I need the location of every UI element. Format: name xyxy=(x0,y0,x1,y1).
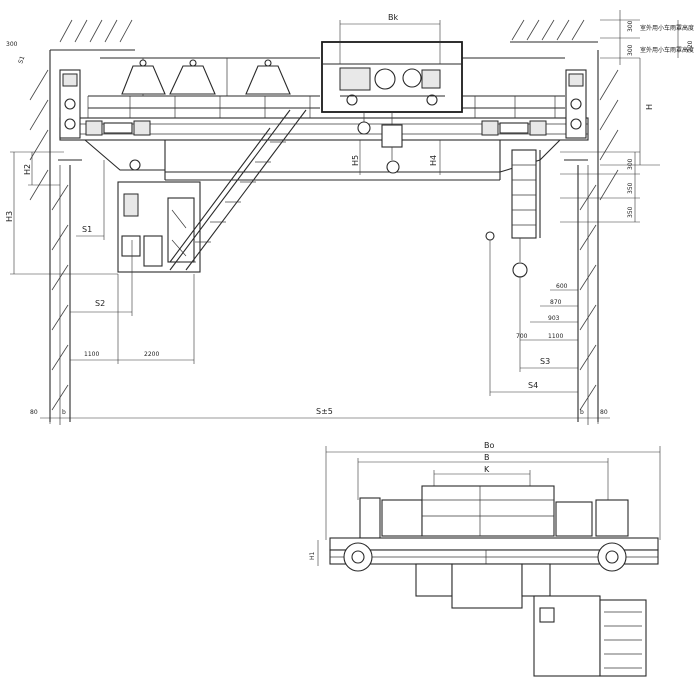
label-b-left: b xyxy=(62,409,66,416)
label-bk: Bk xyxy=(388,13,398,22)
right-ladder xyxy=(511,149,541,239)
dimension-lines xyxy=(10,10,679,424)
left-wall xyxy=(29,19,135,425)
label-300-left: 300 xyxy=(6,41,18,48)
label-2200: 2200 xyxy=(144,351,159,358)
note-rain-cover-1: 室外用小车雨罩高度 xyxy=(640,24,694,32)
walkway-railing xyxy=(87,95,565,118)
label-903: 903 xyxy=(548,315,560,322)
end-carriage-right xyxy=(564,69,588,161)
label-s2: S2 xyxy=(95,299,105,308)
travel-drive-left xyxy=(85,120,151,136)
side-view: H1 Bo B K xyxy=(309,441,661,677)
label-700: 700 xyxy=(516,333,528,340)
label-h3: H3 xyxy=(5,211,14,222)
label-s1: S1 xyxy=(82,225,92,234)
trolley xyxy=(321,41,463,113)
label-600: 600 xyxy=(556,283,568,290)
left-small-hook xyxy=(129,159,141,171)
operator-cab xyxy=(117,181,201,273)
label-h5: H5 xyxy=(351,155,360,166)
label-350-a: 350 xyxy=(627,182,634,194)
label-h4: H4 xyxy=(429,155,438,166)
label-870: 870 xyxy=(550,299,562,306)
right-wall xyxy=(510,19,619,425)
label-s-span: S±5 xyxy=(316,407,333,416)
label-s1-top: S1 xyxy=(17,55,26,65)
label-300-right: 300 xyxy=(627,158,634,170)
label-b-upper: B xyxy=(484,453,490,462)
side-hook xyxy=(485,231,528,278)
label-h1: H1 xyxy=(309,551,316,560)
label-k: K xyxy=(484,465,490,474)
label-bo: Bo xyxy=(484,441,494,450)
main-hook xyxy=(381,112,403,174)
note-rain-cover-2: 室外用小车雨罩高度 xyxy=(640,46,694,54)
label-h: H xyxy=(645,104,654,110)
label-b-right: b xyxy=(580,409,584,416)
label-300-top: 300 xyxy=(627,20,634,32)
label-350-b: 350 xyxy=(627,206,634,218)
label-s3: S3 xyxy=(540,357,550,366)
label-s4: S4 xyxy=(528,381,538,390)
label-1100-right: 1100 xyxy=(548,333,563,340)
label-720: 720 xyxy=(687,40,694,52)
end-carriage-left xyxy=(58,69,82,161)
label-300-top2: 300 xyxy=(627,44,634,56)
dimension-labels: Bk S±5 b b 80 80 S1 S2 1100 2200 S3 S4 6… xyxy=(5,13,694,416)
label-80-right: 80 xyxy=(600,409,608,416)
label-80-left: 80 xyxy=(30,409,38,416)
overhead-lamps xyxy=(100,57,565,96)
label-h2: H2 xyxy=(23,164,32,175)
label-1100-left: 1100 xyxy=(84,351,99,358)
auxiliary-hook xyxy=(357,112,371,135)
access-stairs xyxy=(169,109,307,271)
travel-drive-right xyxy=(481,120,547,136)
